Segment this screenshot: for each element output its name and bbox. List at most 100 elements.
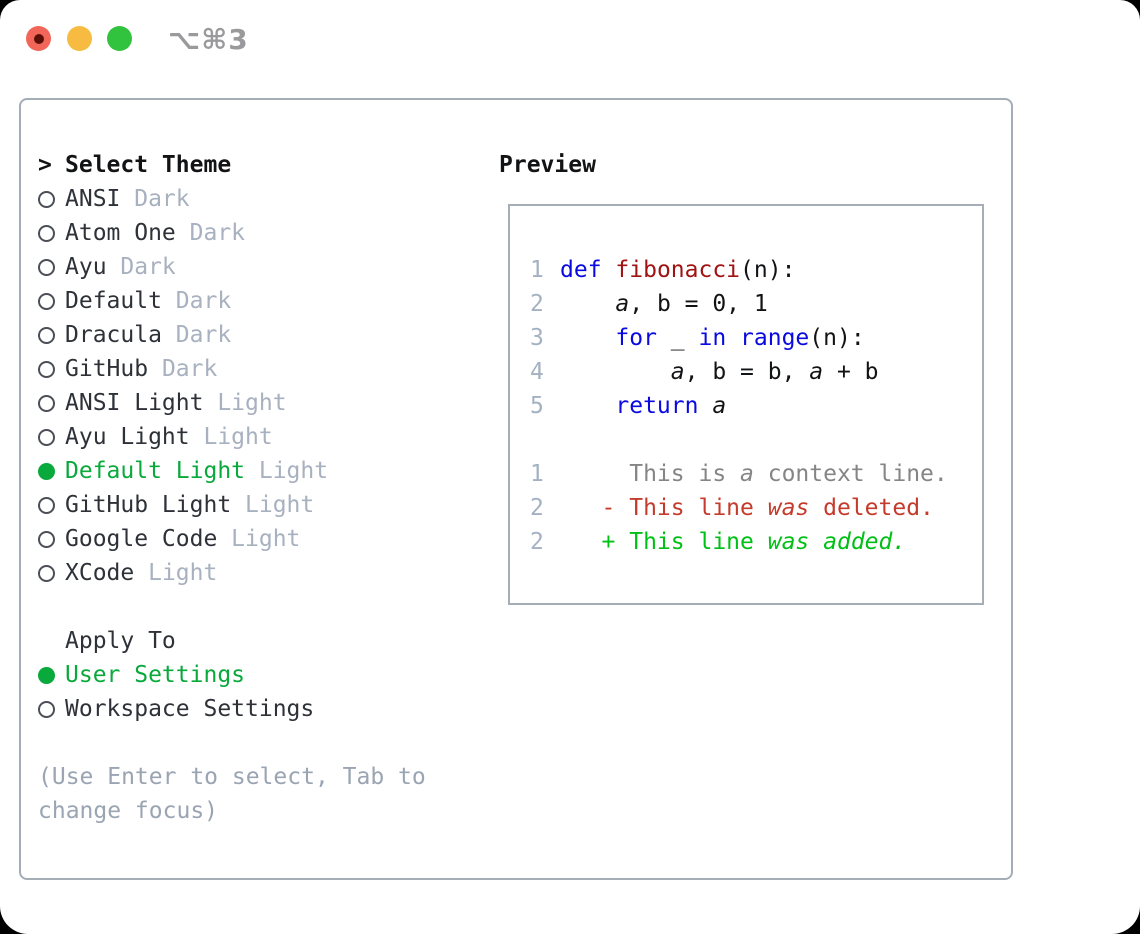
radio-unselected-icon [38, 292, 65, 310]
apply-option-user-settings[interactable]: User Settings [21, 658, 461, 692]
code-text: a, b = 0, 1 [615, 291, 768, 317]
theme-name: Dracula [65, 322, 162, 348]
code-line: 1 This is a context line. [530, 457, 982, 491]
line-number: 4 [530, 359, 544, 385]
code-line: 1 def fibonacci(n): [530, 253, 982, 287]
radio-unselected-icon [38, 530, 55, 548]
theme-option-ayu[interactable]: Ayu Dark [21, 250, 461, 284]
apply-option-label: User Settings [65, 662, 246, 688]
radio-unselected-icon [38, 428, 65, 446]
theme-variant-badge: Dark [189, 220, 246, 246]
theme-option-github-light[interactable]: GitHub Light Light [21, 488, 461, 522]
radio-unselected-icon [38, 326, 65, 344]
line-number: 2 [530, 529, 544, 555]
theme-name: GitHub [65, 356, 149, 382]
minimize-button[interactable] [67, 26, 92, 51]
radio-unselected-icon [38, 360, 65, 378]
theme-option-ayu-light[interactable]: Ayu Light Light [21, 420, 461, 454]
theme-variant-badge: Light [148, 560, 218, 586]
apply-option-workspace-settings[interactable]: Workspace Settings [21, 692, 461, 726]
theme-option-default[interactable]: Default Dark [21, 284, 461, 318]
theme-variant-badge: Light [231, 526, 301, 552]
code-line: 2 + This line was added. [530, 525, 982, 559]
radio-selected-icon [38, 666, 55, 684]
theme-name: Default [65, 288, 162, 314]
apply-to-header: Apply To [21, 624, 461, 658]
code-text: + This line was added. [560, 529, 907, 555]
select-theme-header: > Select Theme [21, 148, 461, 182]
code-text: return a [615, 393, 727, 419]
theme-name: ANSI [65, 186, 121, 212]
radio-unselected-icon [38, 258, 65, 276]
code-line: 2 a, b = 0, 1 [530, 287, 982, 321]
radio-unselected-icon [38, 564, 55, 582]
code-text: - This line was deleted. [560, 495, 934, 521]
line-number: 5 [530, 393, 544, 419]
code-text: for _ in range(n): [615, 325, 865, 351]
theme-variant-badge: Dark [134, 186, 190, 212]
radio-unselected-icon [38, 496, 65, 514]
keyboard-hint: (Use Enter to select, Tab to change focu… [38, 764, 426, 824]
radio-unselected-icon [38, 496, 55, 514]
line-number: 1 [530, 461, 544, 487]
theme-option-github[interactable]: GitHub Dark [21, 352, 461, 386]
theme-name: GitHub Light [65, 492, 232, 518]
theme-name: Ayu Light [65, 424, 190, 450]
code-text: This is a context line. [560, 461, 948, 487]
code-line: 4 a, b = b, a + b [530, 355, 982, 389]
radio-unselected-icon [38, 292, 55, 310]
theme-variant-badge: Light [245, 492, 315, 518]
radio-unselected-icon [38, 564, 65, 582]
theme-option-ansi-light[interactable]: ANSI Light Light [21, 386, 461, 420]
code-preview-box: 1 def fibonacci(n): 2 a, b = 0, 1 3 for _ i… [508, 204, 984, 605]
focus-prompt-icon: > [38, 152, 52, 178]
theme-variant-badge: Dark [175, 288, 232, 314]
unsaved-indicator-dot [33, 33, 44, 44]
code-preview: 1 def fibonacci(n): 2 a, b = 0, 1 3 for _ i… [510, 206, 982, 559]
radio-selected-icon [38, 462, 55, 480]
theme-option-atom-one[interactable]: Atom One Dark [21, 216, 461, 250]
apply-option-label: Workspace Settings [65, 696, 315, 722]
theme-name: ANSI Light [65, 390, 204, 416]
theme-name: Default Light [65, 458, 246, 484]
radio-unselected-icon [38, 530, 65, 548]
theme-name: Ayu [65, 254, 107, 280]
line-number: 3 [530, 325, 544, 351]
theme-variant-badge: Light [203, 424, 273, 450]
theme-variant-badge: Dark [120, 254, 176, 280]
theme-option-xcode[interactable]: XCode Light [21, 556, 461, 590]
select-theme-title: Select Theme [65, 152, 232, 178]
line-number: 2 [530, 291, 544, 317]
code-text: a, b = b, a + b [670, 359, 879, 385]
radio-unselected-icon [38, 326, 55, 344]
radio-unselected-icon [38, 190, 65, 208]
radio-unselected-icon [38, 700, 55, 718]
apply-to-title: Apply To [65, 628, 176, 654]
radio-unselected-icon [38, 360, 55, 378]
radio-selected-icon [38, 462, 65, 480]
line-number: 1 [530, 257, 544, 283]
theme-name: XCode [65, 560, 135, 586]
radio-unselected-icon [38, 224, 55, 242]
line-number: 2 [530, 495, 544, 521]
code-text: def fibonacci(n): [560, 257, 796, 283]
preview-title: Preview [499, 152, 596, 178]
theme-name: Atom One [65, 220, 176, 246]
code-line [530, 423, 982, 457]
theme-variant-badge: Dark [161, 356, 218, 382]
code-line: 5 return a [530, 389, 982, 423]
close-button[interactable] [26, 26, 51, 51]
theme-option-ansi[interactable]: ANSI Dark [21, 182, 461, 216]
theme-variant-badge: Dark [175, 322, 232, 348]
code-line: 2 - This line was deleted. [530, 491, 982, 525]
radio-unselected-icon [38, 428, 55, 446]
theme-option-dracula[interactable]: Dracula Dark [21, 318, 461, 352]
maximize-button[interactable] [107, 26, 132, 51]
radio-unselected-icon [38, 394, 65, 412]
theme-variant-badge: Light [217, 390, 287, 416]
